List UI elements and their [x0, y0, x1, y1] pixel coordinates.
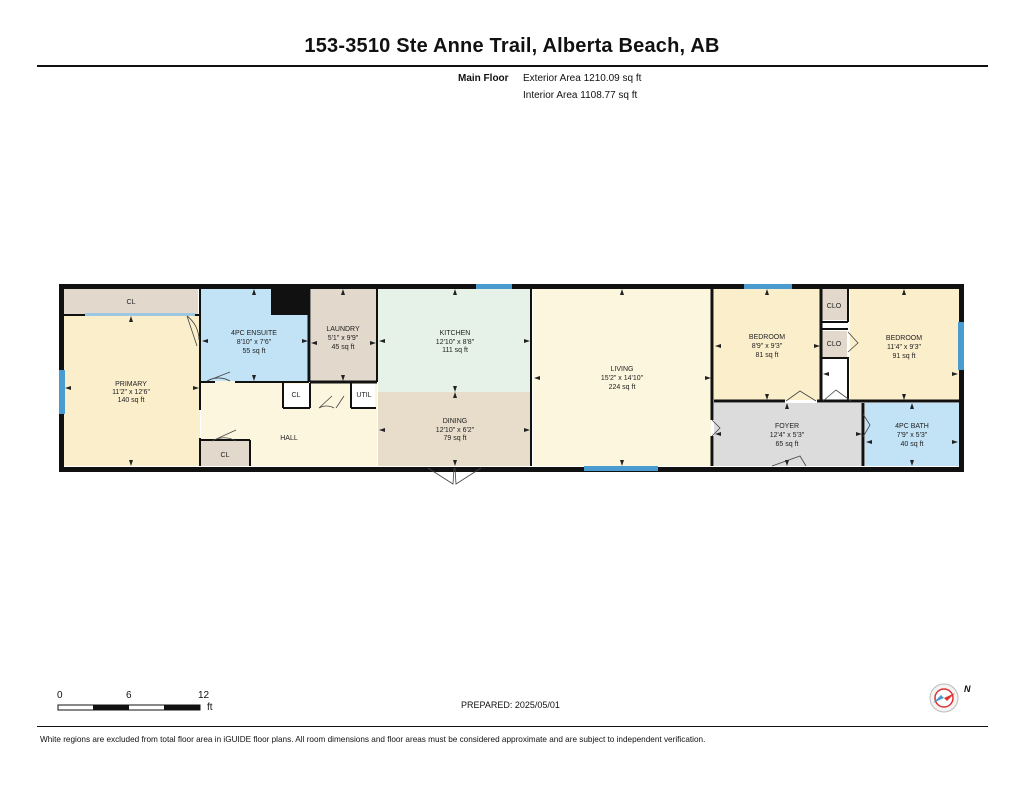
- living-dims: 15'2" x 14'10": [601, 375, 644, 382]
- closet-bottom-label: CL: [221, 452, 230, 459]
- ensuite-area: 55 sq ft: [243, 348, 266, 355]
- interior-area: Interior Area 1108.77 sq ft: [523, 90, 638, 101]
- primary-room[interactable]: [64, 316, 200, 466]
- bedroom1-dims: 8'9" x 9'3": [752, 343, 783, 350]
- interior-walls: [64, 289, 962, 466]
- primary-dims: 11'2" x 12'6": [112, 389, 150, 396]
- scale-tick-0: 0: [57, 690, 63, 701]
- primary-area: 140 sq ft: [118, 397, 145, 404]
- bath-name: 4PC BATH: [895, 423, 929, 430]
- primary-name: PRIMARY: [115, 381, 147, 388]
- scale-tick-12: 12: [198, 690, 210, 701]
- kitchen-name: KITCHEN: [440, 330, 471, 337]
- bedroom-2[interactable]: [850, 289, 959, 400]
- ensuite-dims: 8'10" x 7'6": [237, 339, 272, 346]
- laundry-name: LAUNDRY: [326, 326, 360, 333]
- floor-name: Main Floor: [458, 73, 509, 84]
- laundry-area: 45 sq ft: [332, 344, 355, 351]
- hall-label: HALL: [280, 435, 298, 442]
- dining-room[interactable]: [378, 392, 530, 466]
- util-label: UTIL: [356, 392, 371, 399]
- scale-unit: ft: [207, 702, 213, 713]
- bath-area: 40 sq ft: [901, 441, 924, 448]
- living-name: LIVING: [611, 366, 634, 373]
- closet-top-fill: [64, 289, 198, 314]
- foyer-dims: 12'4" x 5'3": [770, 432, 805, 439]
- foyer-area: 65 sq ft: [776, 441, 799, 448]
- living-area: 224 sq ft: [609, 384, 636, 391]
- windows: [59, 284, 964, 471]
- laundry-dims: 5'1" x 9'9": [328, 335, 359, 342]
- compass-icon: N: [928, 680, 976, 729]
- scale-bar-graphic: [57, 704, 201, 711]
- clo-1-fill: [822, 289, 847, 320]
- bedroom2-name: BEDROOM: [886, 335, 922, 342]
- dining-area: 79 sq ft: [444, 435, 467, 442]
- bath-dims: 7'9" x 5'3": [897, 432, 928, 439]
- dimension-arrows: [65, 289, 958, 466]
- bedroom2-dims: 11'4" x 9'3": [887, 344, 921, 351]
- closet-mid-fill: [284, 384, 309, 408]
- laundry-room[interactable]: [311, 289, 376, 381]
- clo2-label: CLO: [827, 341, 842, 348]
- bedroom-1[interactable]: [714, 289, 820, 400]
- kitchen-area: 111 sq ft: [442, 347, 468, 354]
- bedroom2-area: 91 sq ft: [893, 353, 916, 360]
- foyer-room[interactable]: [714, 403, 862, 466]
- exterior-area: Exterior Area 1210.09 sq ft: [523, 73, 642, 84]
- chase-block: [271, 289, 308, 315]
- dining-dims: 12'10" x 6'2": [436, 427, 475, 434]
- closet-bottom-fill: [201, 441, 249, 466]
- bedroom1-area: 81 sq ft: [756, 352, 779, 359]
- dining-name: DINING: [443, 418, 468, 425]
- door-swings: [186, 315, 871, 485]
- closet-mid-label: CL: [292, 392, 301, 399]
- compass-letter: N: [964, 684, 971, 694]
- header-rule: [37, 65, 988, 67]
- disclaimer-text: White regions are excluded from total fl…: [40, 735, 706, 744]
- util-fill: [352, 384, 375, 408]
- scale-tick-6: 6: [126, 690, 132, 701]
- clo1-label: CLO: [827, 303, 842, 310]
- living-room[interactable]: [533, 289, 711, 466]
- ensuite-name: 4PC ENSUITE: [231, 330, 277, 337]
- kitchen-room[interactable]: [378, 289, 530, 392]
- foyer-name: FOYER: [775, 423, 799, 430]
- kitchen-dims: 12'10" x 8'8": [436, 339, 475, 346]
- bath-room[interactable]: [865, 403, 959, 466]
- plan-title: 153-3510 Ste Anne Trail, Alberta Beach, …: [304, 35, 720, 57]
- bedroom1-name: BEDROOM: [749, 334, 785, 341]
- closet-top-label: CL: [127, 299, 136, 306]
- footer-rule: [37, 726, 988, 727]
- prepared-date: PREPARED: 2025/05/01: [461, 700, 560, 710]
- clo-2-fill: [822, 331, 847, 357]
